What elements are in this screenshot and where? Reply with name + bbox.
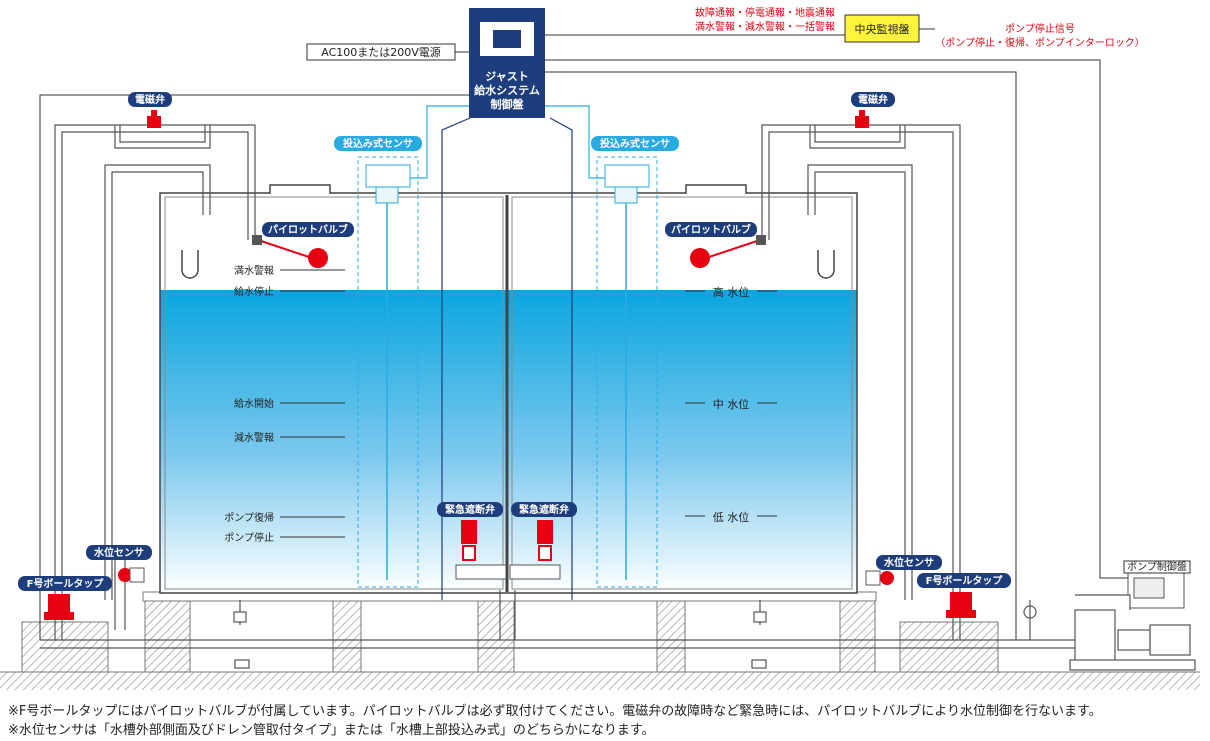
label-emergency-right: 緊急遮断弁 (511, 502, 577, 517)
immersion-sensor-left[interactable] (357, 156, 419, 588)
label-sensor-right: 投込み式センサ (591, 136, 679, 151)
central-panel-label: 中央監視盤 (855, 22, 910, 36)
level-full-alarm: 満水警報 (234, 264, 274, 277)
label-water-sensor-left: 水位センサ (86, 545, 152, 560)
level-low: 低 水位 (713, 510, 750, 524)
level-markers-right (685, 290, 777, 517)
signal-lines (39, 34, 1128, 640)
control-panel[interactable]: ジャスト 給水システム 制御盤 (469, 8, 545, 118)
ground-hatch (0, 672, 1200, 690)
pump-unit[interactable] (1023, 594, 1196, 671)
emergency-valve-right[interactable] (509, 520, 561, 580)
label-pilot-left-text: パイロットバルブ (268, 223, 348, 236)
pilot-valve-left[interactable] (252, 235, 328, 268)
solenoid-valve-left[interactable] (147, 110, 161, 128)
ball-tap-right[interactable] (946, 592, 976, 618)
pump-signal-line2: （ポンプ停止・復帰、ポンプインターロック） (935, 36, 1144, 49)
ball-tap-left[interactable] (44, 594, 74, 620)
pump-control-panel[interactable]: ポンプ制御盤 (1123, 560, 1191, 609)
pump-signal-line1: ポンプ停止信号 (1005, 22, 1075, 35)
label-ball-tap-left-text: F号ボールタップ (27, 577, 105, 590)
control-panel-line2: 給水システム (474, 83, 540, 97)
label-emergency-left-text: 緊急遮断弁 (445, 503, 495, 516)
label-ball-tap-right-text: F号ボールタップ (926, 574, 1004, 587)
level-supply-stop: 給水停止 (234, 285, 274, 298)
label-solenoid-right: 電磁弁 (851, 92, 895, 107)
label-ball-tap-left: F号ボールタップ (18, 576, 112, 591)
water-level-sensor-right[interactable] (865, 570, 894, 586)
power-label: AC100または200V電源 (321, 45, 441, 59)
solenoid-bypass (114, 125, 906, 149)
note-ball-tap: ※F号ボールタップにはパイロットバルブが付属しています。パイロットバルブは必ず取… (8, 704, 1102, 719)
level-mid: 中 水位 (713, 397, 750, 411)
emergency-valve-left[interactable] (455, 520, 507, 580)
pilot-valve-right[interactable] (690, 235, 766, 268)
level-high: 高 水位 (713, 285, 750, 299)
level-pump-stop: ポンプ停止 (224, 531, 274, 544)
label-solenoid-left: 電磁弁 (128, 92, 172, 107)
label-pilot-right: パイロットバルブ (665, 222, 757, 237)
level-pump-restart: ポンプ復帰 (224, 511, 274, 524)
label-emergency-right-text: 緊急遮断弁 (519, 503, 569, 516)
label-ball-tap-right: F号ボールタップ (917, 573, 1011, 588)
label-sensor-left: 投込み式センサ (334, 136, 422, 151)
control-panel-line3: 制御盤 (491, 97, 525, 111)
label-pilot-right-text: パイロットバルブ (671, 223, 751, 236)
level-markers-left (280, 269, 345, 538)
central-panel[interactable]: 中央監視盤 (844, 14, 920, 43)
immersion-sensor-right[interactable] (596, 156, 658, 588)
central-cable (441, 117, 573, 600)
label-sensor-right-text: 投込み式センサ (600, 137, 670, 150)
label-emergency-left: 緊急遮断弁 (437, 502, 503, 517)
tank-foundations (21, 591, 999, 673)
alarm-line1: 故障通報・停電通報・地震通報 (695, 6, 835, 19)
water-level-sensor-left[interactable] (118, 567, 145, 583)
solenoid-valve-right[interactable] (855, 110, 869, 128)
pump-panel-label: ポンプ制御盤 (1127, 560, 1187, 573)
label-pilot-left: パイロットバルブ (262, 222, 354, 237)
label-water-sensor-right: 水位センサ (876, 555, 942, 570)
label-sensor-left-text: 投込み式センサ (343, 137, 413, 150)
water-tank (159, 184, 858, 594)
drain-valves (233, 600, 767, 669)
overflow-left (181, 250, 199, 279)
level-supply-start: 給水開始 (234, 397, 274, 410)
alarm-line2: 満水警報・減水警報・一括警報 (695, 20, 835, 33)
overflow-right (817, 250, 835, 279)
note-water-sensor: ※水位センサは「水槽外部側面及びドレン管取付タイプ」または「水槽上部投込み式」の… (8, 723, 655, 738)
label-solenoid-right-text: 電磁弁 (858, 93, 888, 106)
label-water-sensor-left-text: 水位センサ (93, 546, 144, 559)
control-panel-line1: ジャスト (485, 70, 528, 83)
level-low-alarm: 減水警報 (234, 431, 274, 444)
power-label-box (306, 43, 456, 61)
label-solenoid-left-text: 電磁弁 (135, 93, 165, 106)
label-water-sensor-right-text: 水位センサ (883, 556, 934, 569)
